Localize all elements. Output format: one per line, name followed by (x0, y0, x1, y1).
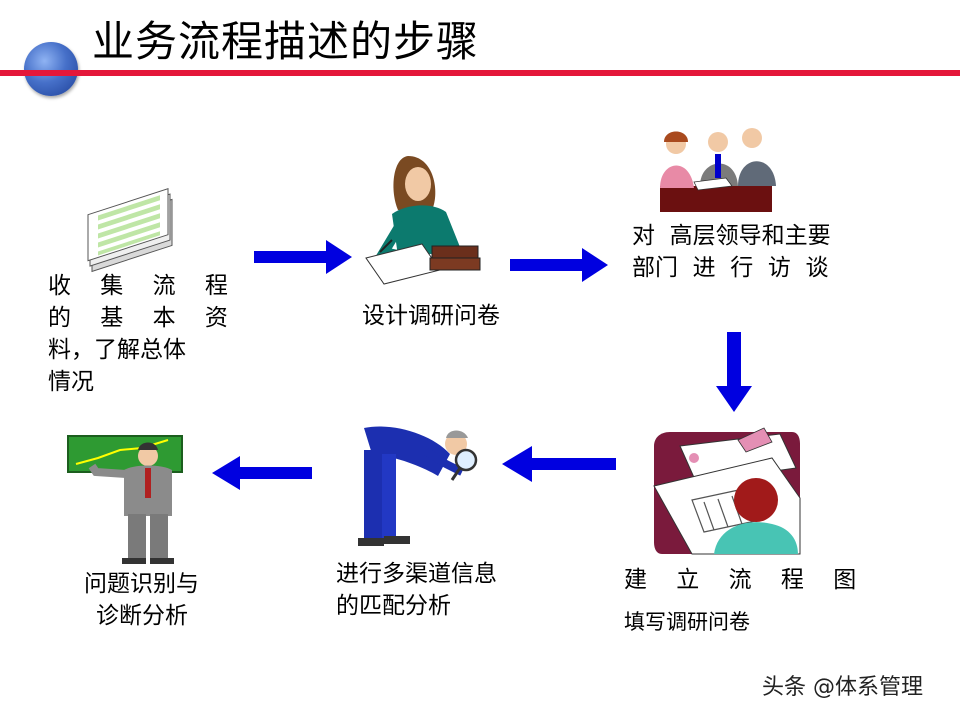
arrow-down-icon (716, 332, 752, 412)
woman-writing-icon (365, 156, 481, 285)
arrow-right-icon (510, 248, 608, 282)
presenter-chart-icon (67, 435, 183, 564)
step-interview-text: 对 高层领导和主要 部门 进 行 访 谈 (632, 223, 831, 281)
watermark: 头条 @体系管理 (762, 675, 923, 700)
documents-stack-icon (87, 188, 173, 273)
title-underline (0, 70, 960, 76)
step-questionnaire-text: 填写调研问卷 (624, 610, 750, 634)
step-collect-text: 收 集 流 程 的 基 本 资 料，了解总体 情况 (48, 273, 239, 395)
arrow-left-icon (212, 456, 312, 490)
business-meeting-icon (660, 128, 776, 212)
man-magnifier-icon (358, 426, 478, 546)
step-analysis-text: 进行多渠道信息 的匹配分析 (336, 561, 497, 619)
drafting-plan-icon (653, 427, 801, 555)
step-design-text: 设计调研问卷 (362, 303, 500, 329)
arrow-right-icon (254, 240, 352, 274)
globe-icon (24, 42, 78, 96)
step-diagnosis-text: 问题识别与 诊断分析 (84, 571, 199, 629)
page-title: 业务流程描述的步骤 (92, 17, 480, 66)
arrow-left-icon (502, 446, 616, 482)
step-flowchart-text: 建 立 流 程 图 (624, 567, 868, 593)
